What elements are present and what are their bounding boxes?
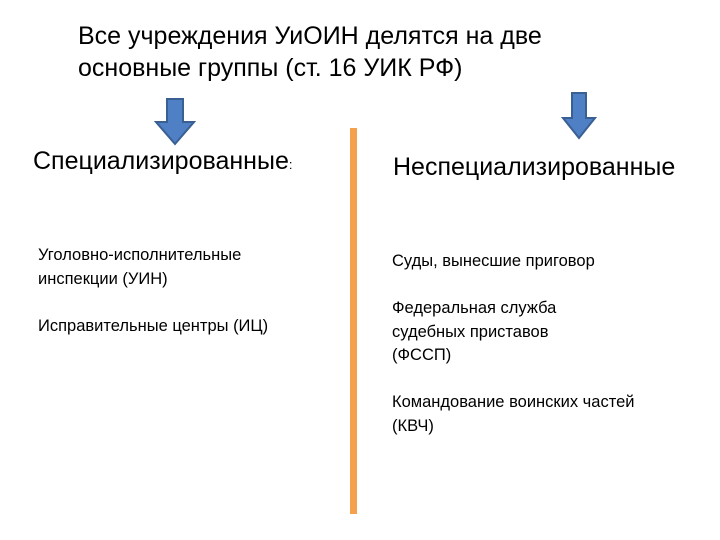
list-item: Исправительные центры (ИЦ)	[38, 316, 269, 335]
list-item: Федеральная служба судебных приставов (Ф…	[392, 299, 557, 364]
specialized-heading-colon: :	[288, 157, 293, 172]
down-arrow-icon	[561, 92, 597, 140]
specialized-heading: Специализированные:	[33, 146, 292, 180]
page-title: Все учреждения УиОИН делятся на две осно…	[78, 22, 542, 82]
non-specialized-list: Суды, вынесшие приговор Федеральная служ…	[392, 250, 712, 438]
down-arrow-icon	[154, 98, 196, 146]
specialized-heading-label: Специализированные	[33, 147, 289, 175]
specialized-list: Уголовно-исполнительные инспекции (УИН) …	[38, 244, 338, 338]
list-item: Уголовно-исполнительные инспекции (УИН)	[38, 246, 242, 288]
non-specialized-heading: Неспециализированные	[393, 153, 676, 181]
list-item: Суды, вынесшие приговор	[392, 252, 595, 270]
vertical-divider	[350, 128, 357, 514]
list-item: Командование воинских частей (КВЧ)	[392, 393, 635, 435]
